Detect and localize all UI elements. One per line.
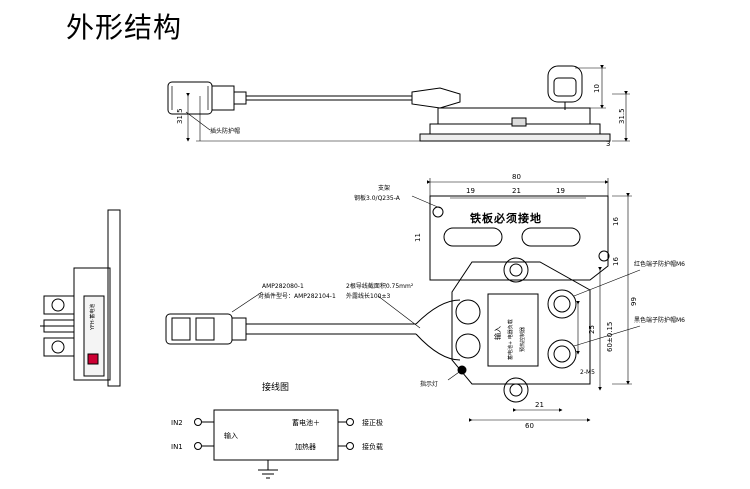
dim-2-m5: 2-M5 bbox=[580, 369, 595, 376]
dim-16-bottom: 16 bbox=[612, 257, 620, 266]
wiring-box bbox=[213, 409, 339, 461]
wiring-battery: 蓄电池＋ bbox=[292, 418, 320, 427]
svg-text:YFH·蓄电池: YFH·蓄电池 bbox=[89, 304, 96, 331]
wiring-pos: 接正极 bbox=[362, 418, 383, 427]
dim-80: 80 bbox=[512, 173, 521, 181]
dim-11: 11 bbox=[414, 233, 422, 242]
bracket-label: 支架 bbox=[378, 184, 390, 192]
indicator-label: 指示灯 bbox=[420, 380, 438, 388]
red-terminal bbox=[547, 289, 577, 319]
wiring-in1: IN1 bbox=[171, 443, 183, 451]
body-line-1: 蓄电池+ 电器负载 bbox=[507, 319, 514, 360]
side-view: YFH·蓄电池 bbox=[40, 209, 121, 387]
connector-model: AMP282080-1 bbox=[262, 283, 304, 290]
wiring-load: 接负载 bbox=[362, 442, 383, 451]
plug-housing bbox=[167, 81, 213, 115]
wire-spec: 2根导线截面积0.75mm² bbox=[346, 282, 414, 290]
main-view bbox=[165, 178, 641, 422]
body-line-2: 预热控制器 bbox=[519, 327, 526, 352]
terminal-cap bbox=[547, 65, 583, 103]
body-input-label: 输入 bbox=[493, 326, 502, 340]
iron-ground-text: 铁板必须接地 bbox=[470, 211, 542, 225]
wiring-diagram bbox=[194, 409, 354, 479]
dim-19-left: 19 bbox=[466, 187, 475, 195]
wiring-in2: IN2 bbox=[171, 419, 183, 427]
dim-21-bottom: 21 bbox=[535, 401, 544, 409]
mating-model: 对插件型号：AMP282104-1 bbox=[258, 292, 336, 300]
page-title: 外形结构 bbox=[66, 11, 183, 44]
dim-21: 21 bbox=[512, 187, 521, 195]
black-cap-label: 黑色端子防护帽M6 bbox=[634, 316, 685, 324]
plug-cap-label: 插头防护帽 bbox=[210, 127, 240, 135]
wiring-heading: 接线图 bbox=[262, 381, 289, 393]
dim-99: 99 bbox=[630, 297, 638, 306]
dim-16-top: 16 bbox=[612, 217, 620, 226]
bracket-plate bbox=[429, 195, 609, 281]
module-body bbox=[451, 261, 591, 385]
wiring-input: 输入 bbox=[224, 431, 238, 440]
dim-top-3: 3 bbox=[606, 140, 610, 148]
top-view bbox=[167, 65, 630, 142]
black-terminal bbox=[547, 339, 577, 369]
dim-60-tol: 60±0.15 bbox=[606, 322, 614, 352]
wire-length: 外露线长100±3 bbox=[346, 292, 390, 300]
red-cap-label: 红色端子防护帽M6 bbox=[634, 260, 685, 268]
dim-19-right: 19 bbox=[556, 187, 565, 195]
wiring-heater: 加热器 bbox=[295, 442, 316, 451]
dim-60: 60 bbox=[525, 422, 534, 430]
bracket-material: 钢板3.0/Q235-A bbox=[354, 194, 401, 202]
dim-top-right: 31.5 bbox=[618, 108, 626, 124]
dim-top-10: 10 bbox=[593, 84, 601, 93]
dim-top-left: 31.5 bbox=[176, 108, 184, 124]
dim-25: 25 bbox=[588, 325, 596, 334]
